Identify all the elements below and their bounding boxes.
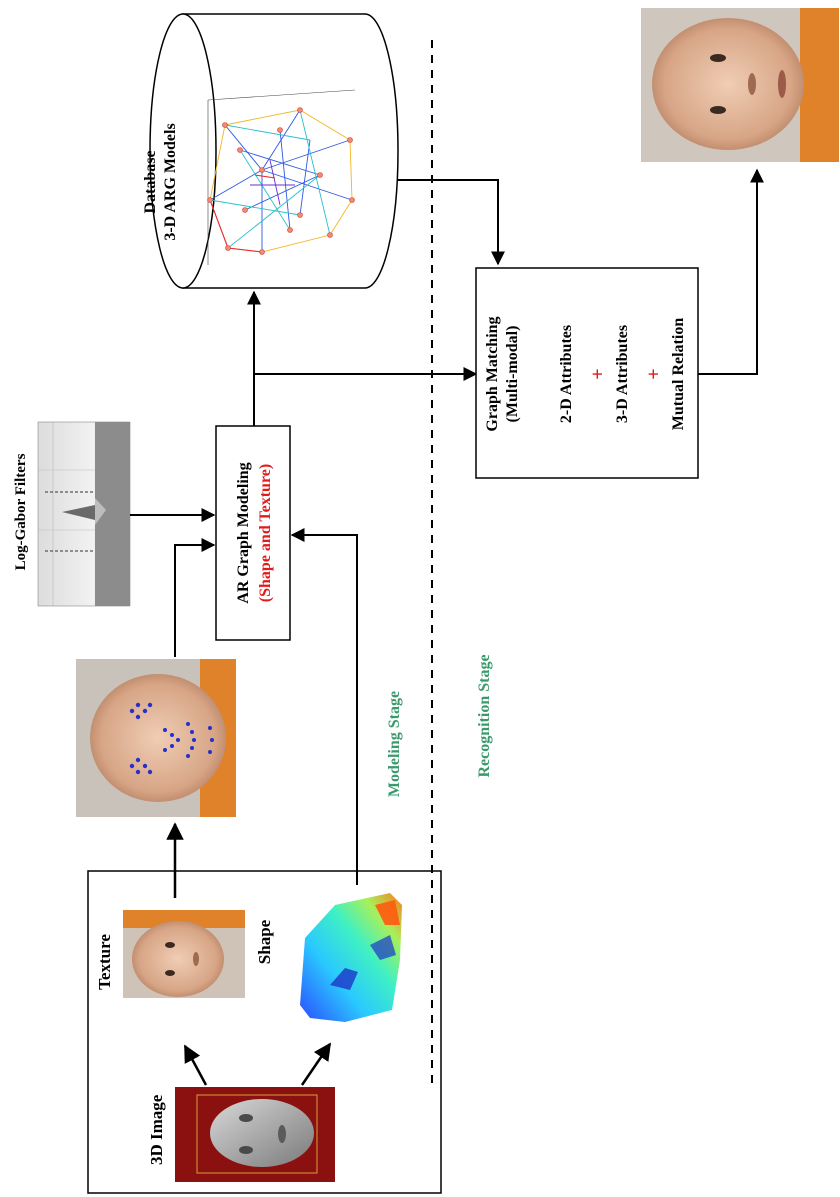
recognition-stage-label: Recognition Stage <box>476 654 493 777</box>
arrow-matching-to-result <box>698 168 764 375</box>
database-title: Database <box>142 150 159 213</box>
arrow-image-to-texture <box>183 1044 208 1086</box>
arg-mesh-plot <box>207 89 356 265</box>
plus-sign-2: + <box>643 368 665 379</box>
shape-label: Shape <box>255 919 274 964</box>
input-panel-frame <box>87 870 442 1194</box>
log-gabor-filter-image <box>37 421 131 607</box>
attribute-mutual: Mutual Relation <box>670 318 687 431</box>
3d-image-thumbnail <box>175 1087 335 1182</box>
attribute-2d: 2-D Attributes <box>558 325 575 423</box>
arrow-image-to-shape <box>300 1042 332 1086</box>
shape-thumbnail <box>300 893 402 1022</box>
log-gabor-label: Log-Gabor Filters <box>13 453 29 570</box>
landmark-face-image <box>76 659 236 817</box>
modeling-box-title: AR Graph Modeling <box>235 462 252 603</box>
arrow-shape-to-modeling <box>290 528 358 885</box>
modeling-stage-label: Modeling Stage <box>386 691 403 797</box>
modeling-subtitle-close: ) <box>257 464 274 469</box>
modeling-subtitle-highlight: Shape and Texture <box>257 469 274 597</box>
graph-matching-box <box>475 267 699 479</box>
recognized-face-image <box>641 8 839 162</box>
arrow-landmarks-to-modeling <box>174 538 216 657</box>
attribute-3d: 3-D Attributes <box>614 325 631 423</box>
ar-graph-modeling-box <box>215 425 291 641</box>
plus-sign-1: + <box>587 368 609 379</box>
matching-subtitle: (Multi-modal) <box>504 326 521 423</box>
texture-label: Texture <box>95 934 114 990</box>
texture-thumbnail <box>123 910 245 998</box>
modeling-subtitle-open: ( <box>257 597 274 602</box>
arrow-database-to-matching <box>398 179 505 266</box>
3d-image-label: 3D Image <box>147 1094 166 1165</box>
database-subtitle: 3-D ARG Models <box>162 123 179 240</box>
matching-title: Graph Matching <box>484 316 501 431</box>
database-cylinder <box>149 13 399 289</box>
modeling-box-subtitle: (Shape and Texture) <box>257 464 274 602</box>
